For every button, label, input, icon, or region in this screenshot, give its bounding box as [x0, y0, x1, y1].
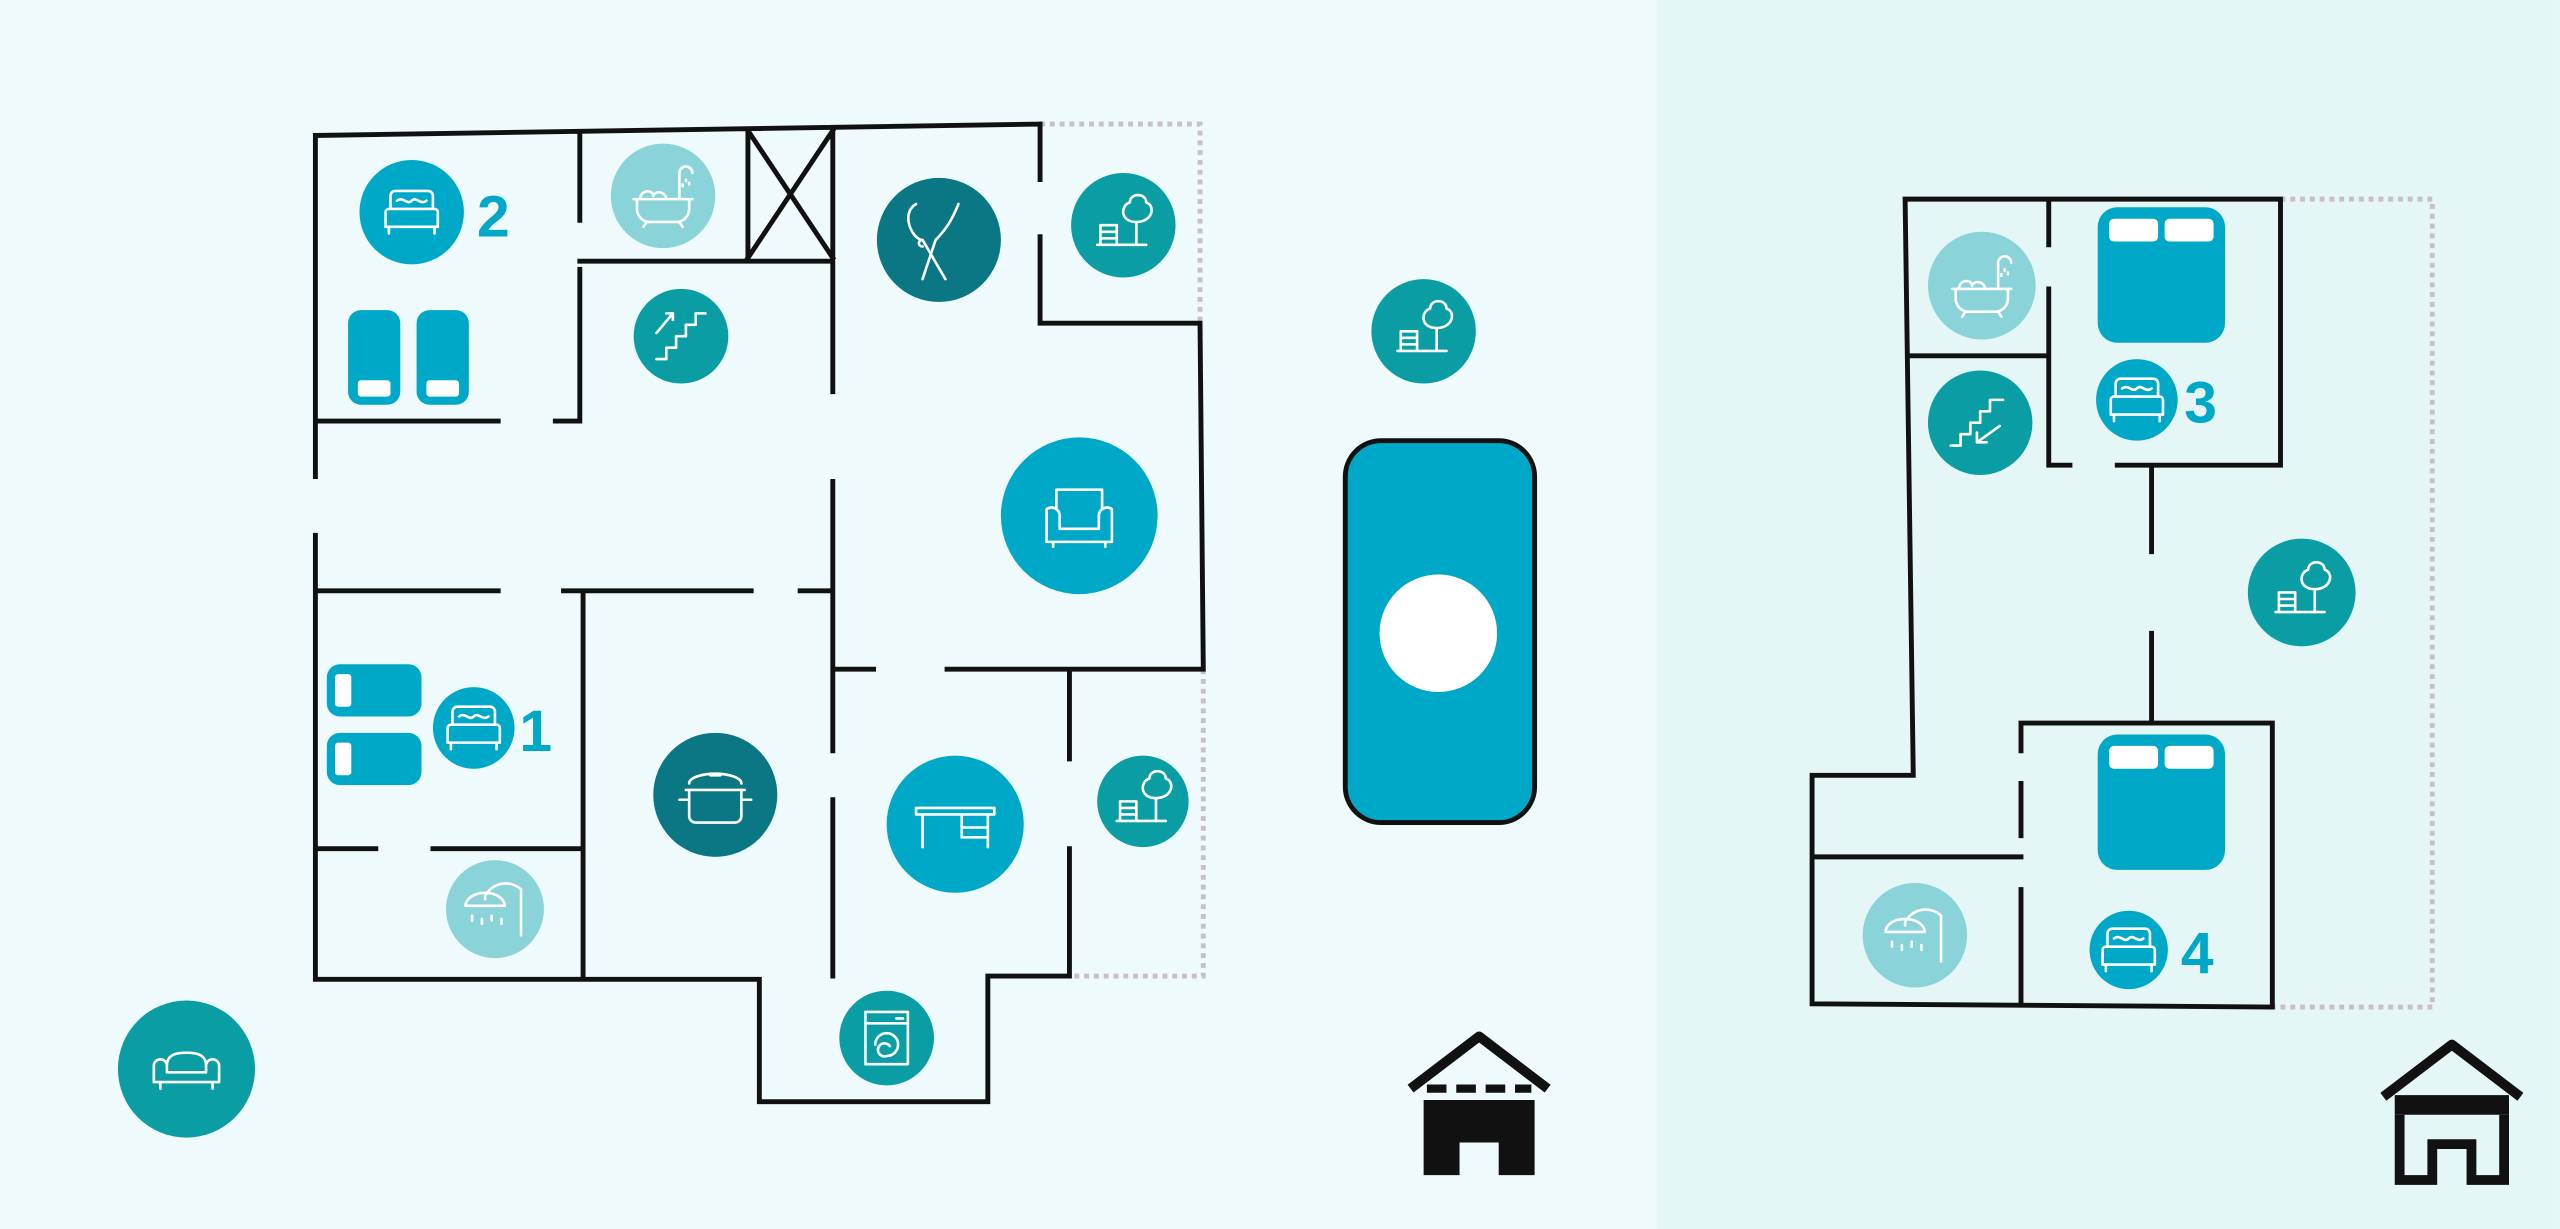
double-bed-room-3: [2097, 207, 2226, 343]
bedroom-1-icon: [432, 687, 515, 769]
desk-icon: [886, 755, 1024, 893]
house-icon: [1407, 1031, 1551, 1176]
main-house-walls: [312, 121, 1206, 1105]
bathtub-icon: [1927, 231, 2036, 340]
swimming-pool-icon: [1379, 574, 1498, 693]
cooking-pot-icon: [653, 732, 778, 857]
bedroom-1-number: 1: [519, 699, 552, 764]
garden-icon: [1371, 279, 1476, 384]
single-beds-room-1: [326, 664, 422, 786]
bedroom-2-number: 2: [477, 185, 510, 250]
annex-background: [1657, 0, 2560, 1229]
bedroom-2-icon: [359, 159, 464, 265]
double-bed-room-4: [2097, 734, 2226, 870]
bedroom-4-number: 4: [2181, 921, 2214, 986]
annex-walls: [1809, 196, 2435, 1010]
single-beds-room-2: [348, 310, 469, 405]
shower-icon: [445, 860, 544, 959]
bedroom-3-icon: [2096, 359, 2178, 441]
bedroom-4-icon: [2089, 910, 2168, 990]
garden-icon: [1097, 755, 1189, 848]
bathtub-icon: [610, 143, 716, 249]
washing-machine-icon: [839, 990, 934, 1086]
bedroom-3-number: 3: [2184, 371, 2217, 436]
car-icon: [117, 1000, 256, 1138]
armchair-icon: [1000, 437, 1158, 595]
garden-icon: [2247, 538, 2356, 647]
house-icon: [2380, 1039, 2524, 1185]
garden-icon: [1071, 173, 1176, 278]
shower-icon: [1862, 882, 1968, 988]
stairs-down-icon: [1927, 370, 2033, 475]
dining-icon: [876, 177, 1001, 302]
swimming-pool: [1342, 438, 1538, 826]
stairs-up-icon: [633, 288, 729, 384]
